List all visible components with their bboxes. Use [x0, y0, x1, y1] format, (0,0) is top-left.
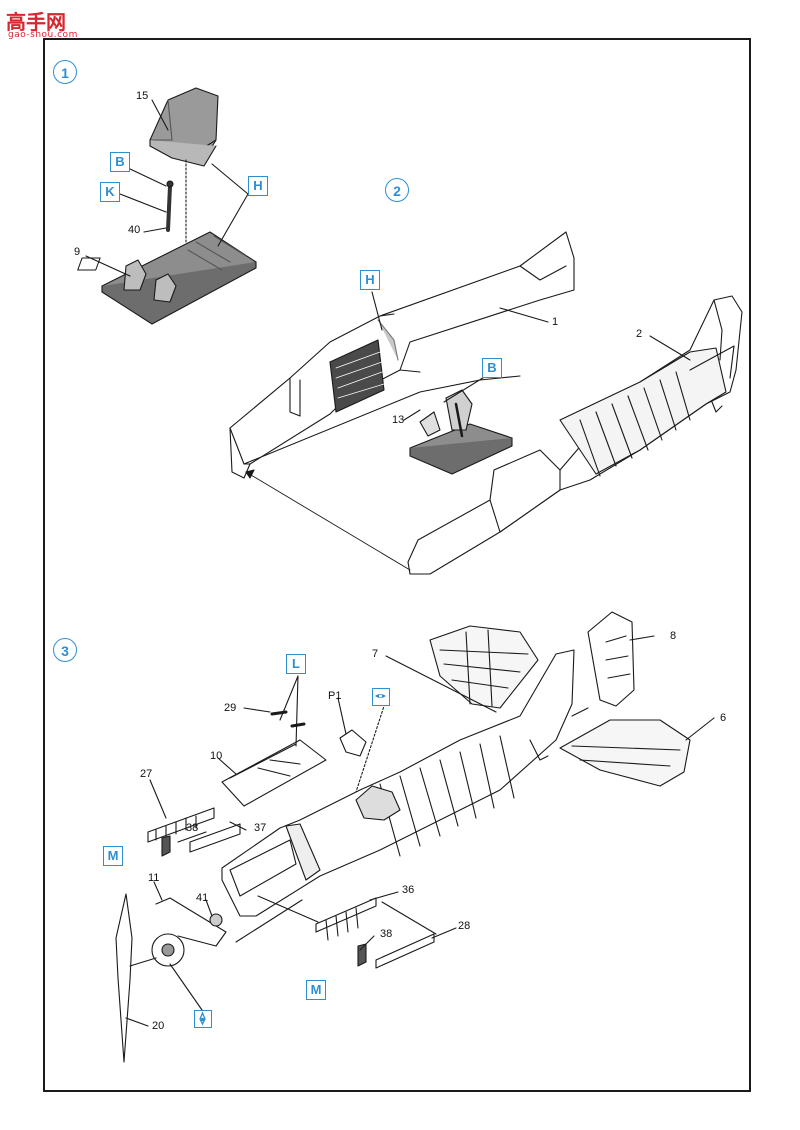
watermark-url: gao-shou.com [8, 30, 78, 40]
color-callout-B: B [110, 152, 130, 172]
step-number-3: 3 [53, 638, 77, 662]
part-number-7: 7 [372, 648, 379, 660]
part-number-40: 40 [128, 224, 141, 236]
part-number-9: 9 [74, 246, 81, 258]
part-number-13: 13 [392, 414, 405, 426]
color-callout-M: M [103, 846, 123, 866]
step-number-1: 1 [53, 60, 77, 84]
part-number-28: 28 [458, 920, 471, 932]
step3-wing-left [429, 625, 539, 709]
part-number-29: 29 [224, 702, 237, 714]
step-number-2: 2 [385, 178, 409, 202]
part-number-41: 41 [196, 892, 209, 904]
watermark-brand: 高手网 [6, 10, 66, 34]
part-number-2: 2 [636, 328, 643, 340]
color-callout-B: B [482, 358, 502, 378]
part-number-20: 20 [152, 1020, 165, 1032]
part-number-38: 38 [380, 928, 393, 940]
step1-seat [149, 87, 219, 167]
part-number-6: 6 [720, 712, 727, 724]
step2-fuselage-right-half [407, 295, 743, 575]
part-number-11: 11 [148, 872, 160, 884]
watermark-logo: 高手网 gao-shou.com [4, 4, 96, 40]
part-number-P1: P1 [328, 690, 342, 702]
color-callout-H: H [360, 270, 380, 290]
drill-hole-icon [194, 1010, 212, 1028]
part-number-38: 38 [186, 822, 199, 834]
instruction-frame [43, 38, 751, 1092]
step2-floor-installed [409, 389, 513, 475]
part-number-37: 37 [254, 822, 267, 834]
part-number-1: 1 [552, 316, 559, 328]
part-number-8: 8 [670, 630, 677, 642]
step3-canopy-part-P1 [339, 729, 367, 757]
step1-rod [166, 180, 174, 232]
step3-pins [270, 675, 306, 747]
color-callout-M: M [306, 980, 326, 1000]
step1-floor [77, 231, 257, 325]
step3-spinner-propeller [115, 893, 227, 1063]
step3-cowling [221, 739, 327, 807]
part-number-36: 36 [402, 884, 415, 896]
part-number-27: 27 [140, 768, 153, 780]
glue-icon [372, 688, 390, 706]
color-callout-H: H [248, 176, 268, 196]
color-callout-K: K [100, 182, 120, 202]
step2-fuselage-left-half [229, 231, 575, 479]
step3-fin [587, 611, 635, 707]
step3-small-parts [161, 835, 367, 967]
part-number-10: 10 [210, 750, 223, 762]
color-callout-L: L [286, 654, 306, 674]
step3-wing-right [559, 719, 691, 787]
step3-exhaust-pipes [147, 807, 435, 969]
part-number-15: 15 [136, 90, 149, 102]
step3-fuselage [221, 649, 575, 917]
